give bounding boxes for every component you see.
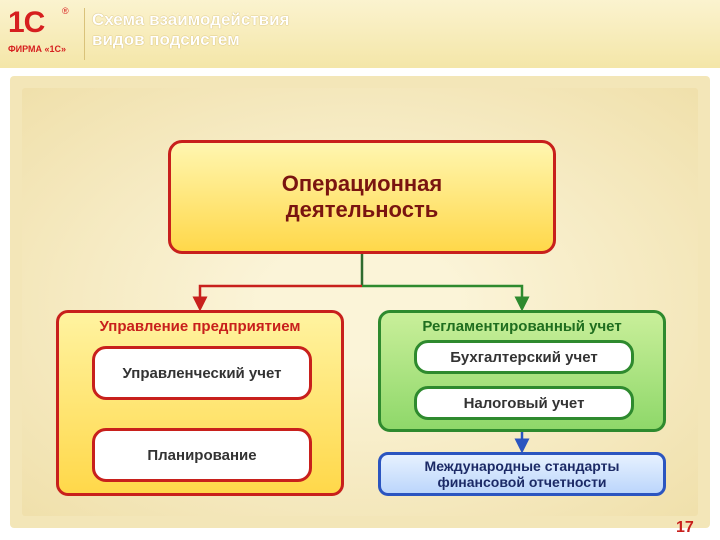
slide-title-line-2: видов подсистем: [92, 30, 240, 49]
connector-to-management: [192, 284, 362, 312]
planning-box: Планирование: [92, 428, 312, 482]
connector-to-regulated: [362, 284, 530, 312]
tax-accounting-box: Налоговый учет: [414, 386, 634, 420]
header-divider: [84, 8, 85, 60]
operational-activity-box: Операционная деятельность: [168, 140, 556, 254]
logo-subtitle: ФИРМА «1С»: [8, 44, 67, 54]
regulated-accounting-title: Регламентированный учет: [422, 318, 622, 335]
page-number: 17: [676, 519, 694, 536]
ifrs-line-1: Международные стандарты: [424, 458, 620, 474]
management-accounting-box: Управленческий учет: [92, 346, 312, 400]
logo-mark: 1С: [8, 6, 45, 39]
bookkeeping-box: Бухгалтерский учет: [414, 340, 634, 374]
slide-header: 1С ® ФИРМА «1С» Схема взаимодействия вид…: [0, 0, 720, 68]
ifrs-line-2: финансовой отчетности: [437, 474, 607, 490]
bookkeeping-label: Бухгалтерский учет: [450, 348, 598, 366]
planning-label: Планирование: [147, 446, 257, 464]
operational-activity-line-1: Операционная: [281, 171, 443, 196]
ifrs-box: Международные стандарты финансовой отчет…: [378, 452, 666, 496]
logo-registered-mark: ®: [62, 6, 69, 16]
management-accounting-label: Управленческий учет: [122, 364, 282, 382]
operational-activity-line-2: деятельность: [285, 197, 439, 222]
slide-title-line-1: Схема взаимодействия: [92, 10, 290, 29]
logo: 1С ® ФИРМА «1С»: [0, 0, 84, 68]
enterprise-management-title: Управление предприятием: [99, 318, 301, 335]
tax-accounting-label: Налоговый учет: [463, 394, 585, 412]
slide-title: Схема взаимодействия видов подсистем: [92, 10, 452, 50]
